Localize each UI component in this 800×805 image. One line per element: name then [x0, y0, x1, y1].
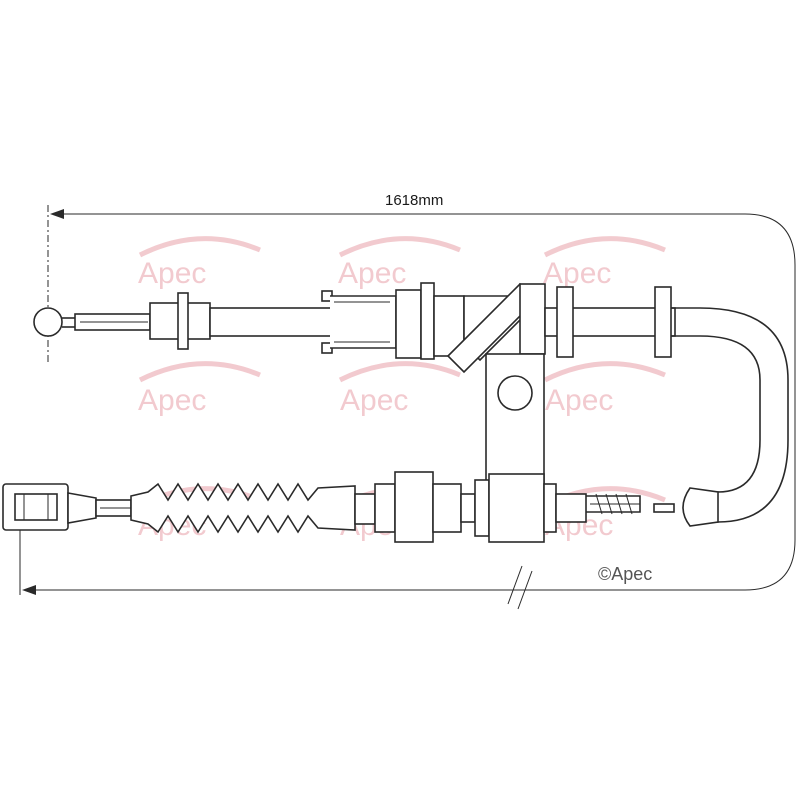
sheath-end-cap: [682, 487, 719, 527]
bottom-clevis: [2, 483, 97, 531]
collar: [654, 286, 672, 358]
inner-wire-end: [586, 493, 675, 515]
mounting-bracket: [321, 282, 465, 360]
length-dimension: 1618mm: [19, 192, 796, 610]
arrow-head-top: [50, 209, 64, 219]
cable-bend-inner: [671, 335, 761, 493]
dimension-loop: [24, 213, 796, 591]
watermark-logo: Apec: [138, 361, 261, 417]
break-mark: [517, 570, 533, 610]
collar: [556, 286, 574, 358]
arrow-head-bottom: [22, 585, 36, 595]
cable-bend-outer: [671, 307, 789, 523]
length-label: 1618mm: [385, 192, 443, 209]
eye-end-fitting: [33, 307, 151, 337]
copyright-label: ©Apec: [598, 564, 652, 584]
bottom-ferrule-large: [394, 471, 434, 543]
mounting-plate: [485, 353, 545, 485]
watermark-logo: Apec: [543, 236, 666, 290]
bottom-sheath-end: [555, 493, 587, 523]
watermark-text: Apec: [543, 257, 611, 290]
watermark-text: Apec: [138, 384, 206, 417]
mounting-hole: [497, 375, 533, 411]
watermark-logo: Apec: [138, 236, 261, 290]
watermark-logo: Apec: [543, 361, 666, 417]
top-ferrule: [149, 292, 211, 350]
watermark-logo: Apec: [338, 361, 461, 417]
angled-bracket: [446, 282, 546, 374]
break-mark: [507, 565, 523, 605]
watermark-logo: Apec: [338, 236, 461, 290]
watermark-text: Apec: [338, 257, 406, 290]
bottom-sheath-start: [354, 493, 376, 525]
watermark-text: Apec: [138, 257, 206, 290]
eye-ring: [33, 307, 63, 337]
bottom-bracket-body: [488, 473, 545, 543]
watermark-text: Apec: [340, 384, 408, 417]
watermark-text: Apec: [545, 384, 613, 417]
bellows-boot: [130, 482, 356, 534]
bottom-collar: [374, 483, 396, 533]
